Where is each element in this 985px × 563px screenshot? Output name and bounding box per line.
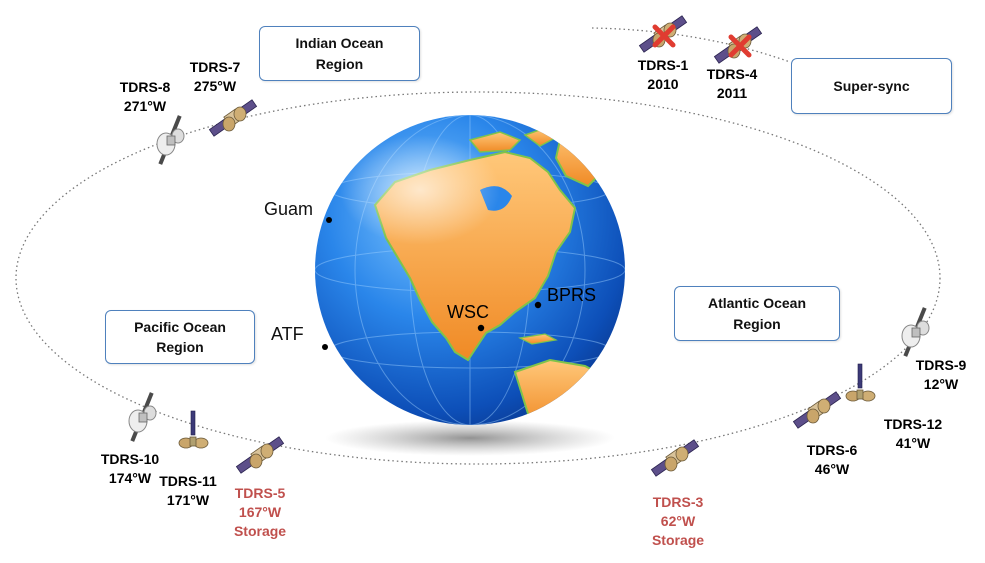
tdrs-12-satellite-icon — [845, 363, 876, 402]
globe-shadow — [325, 420, 615, 456]
bprs-station-dot — [534, 301, 542, 309]
decommissioned-x-icon — [652, 24, 676, 48]
tdrs-8-satellite-icon — [156, 114, 185, 166]
bprs-station-label: BPRS — [547, 285, 597, 305]
south-america-landmass — [513, 358, 625, 425]
decommissioned-x-icon — [728, 34, 752, 58]
guam-station-label: Guam — [264, 199, 314, 219]
pacific-ocean-region-box: Pacific Ocean Region — [105, 310, 255, 364]
tdrs-3-satellite-icon — [651, 439, 699, 477]
wsc-station-label: WSC — [447, 302, 489, 322]
tdrs-11-satellite-icon — [178, 410, 209, 449]
caribbean-islands — [518, 333, 558, 345]
tdrs-9-satellite-icon — [901, 306, 930, 358]
tdrs-6-satellite-icon — [793, 391, 841, 429]
arctic-island — [468, 131, 522, 153]
geosync-orbit-path — [15, 91, 941, 465]
tdrs-7-satellite-icon — [209, 99, 257, 137]
supersync-orbit-path — [591, 27, 791, 63]
atlantic-ocean-region-box: Atlantic Ocean Region — [674, 286, 840, 341]
atf-station-dot — [322, 344, 328, 350]
atf-station-label: ATF — [271, 324, 304, 344]
tdrs-10-satellite-icon — [128, 391, 157, 443]
indian-ocean-region-box: Indian Ocean Region — [259, 26, 420, 81]
wsc-station-dot — [477, 324, 485, 332]
earth-globe — [315, 115, 625, 425]
guam-station-dot — [326, 217, 332, 223]
super-sync-region-box: Super-sync — [791, 58, 952, 114]
